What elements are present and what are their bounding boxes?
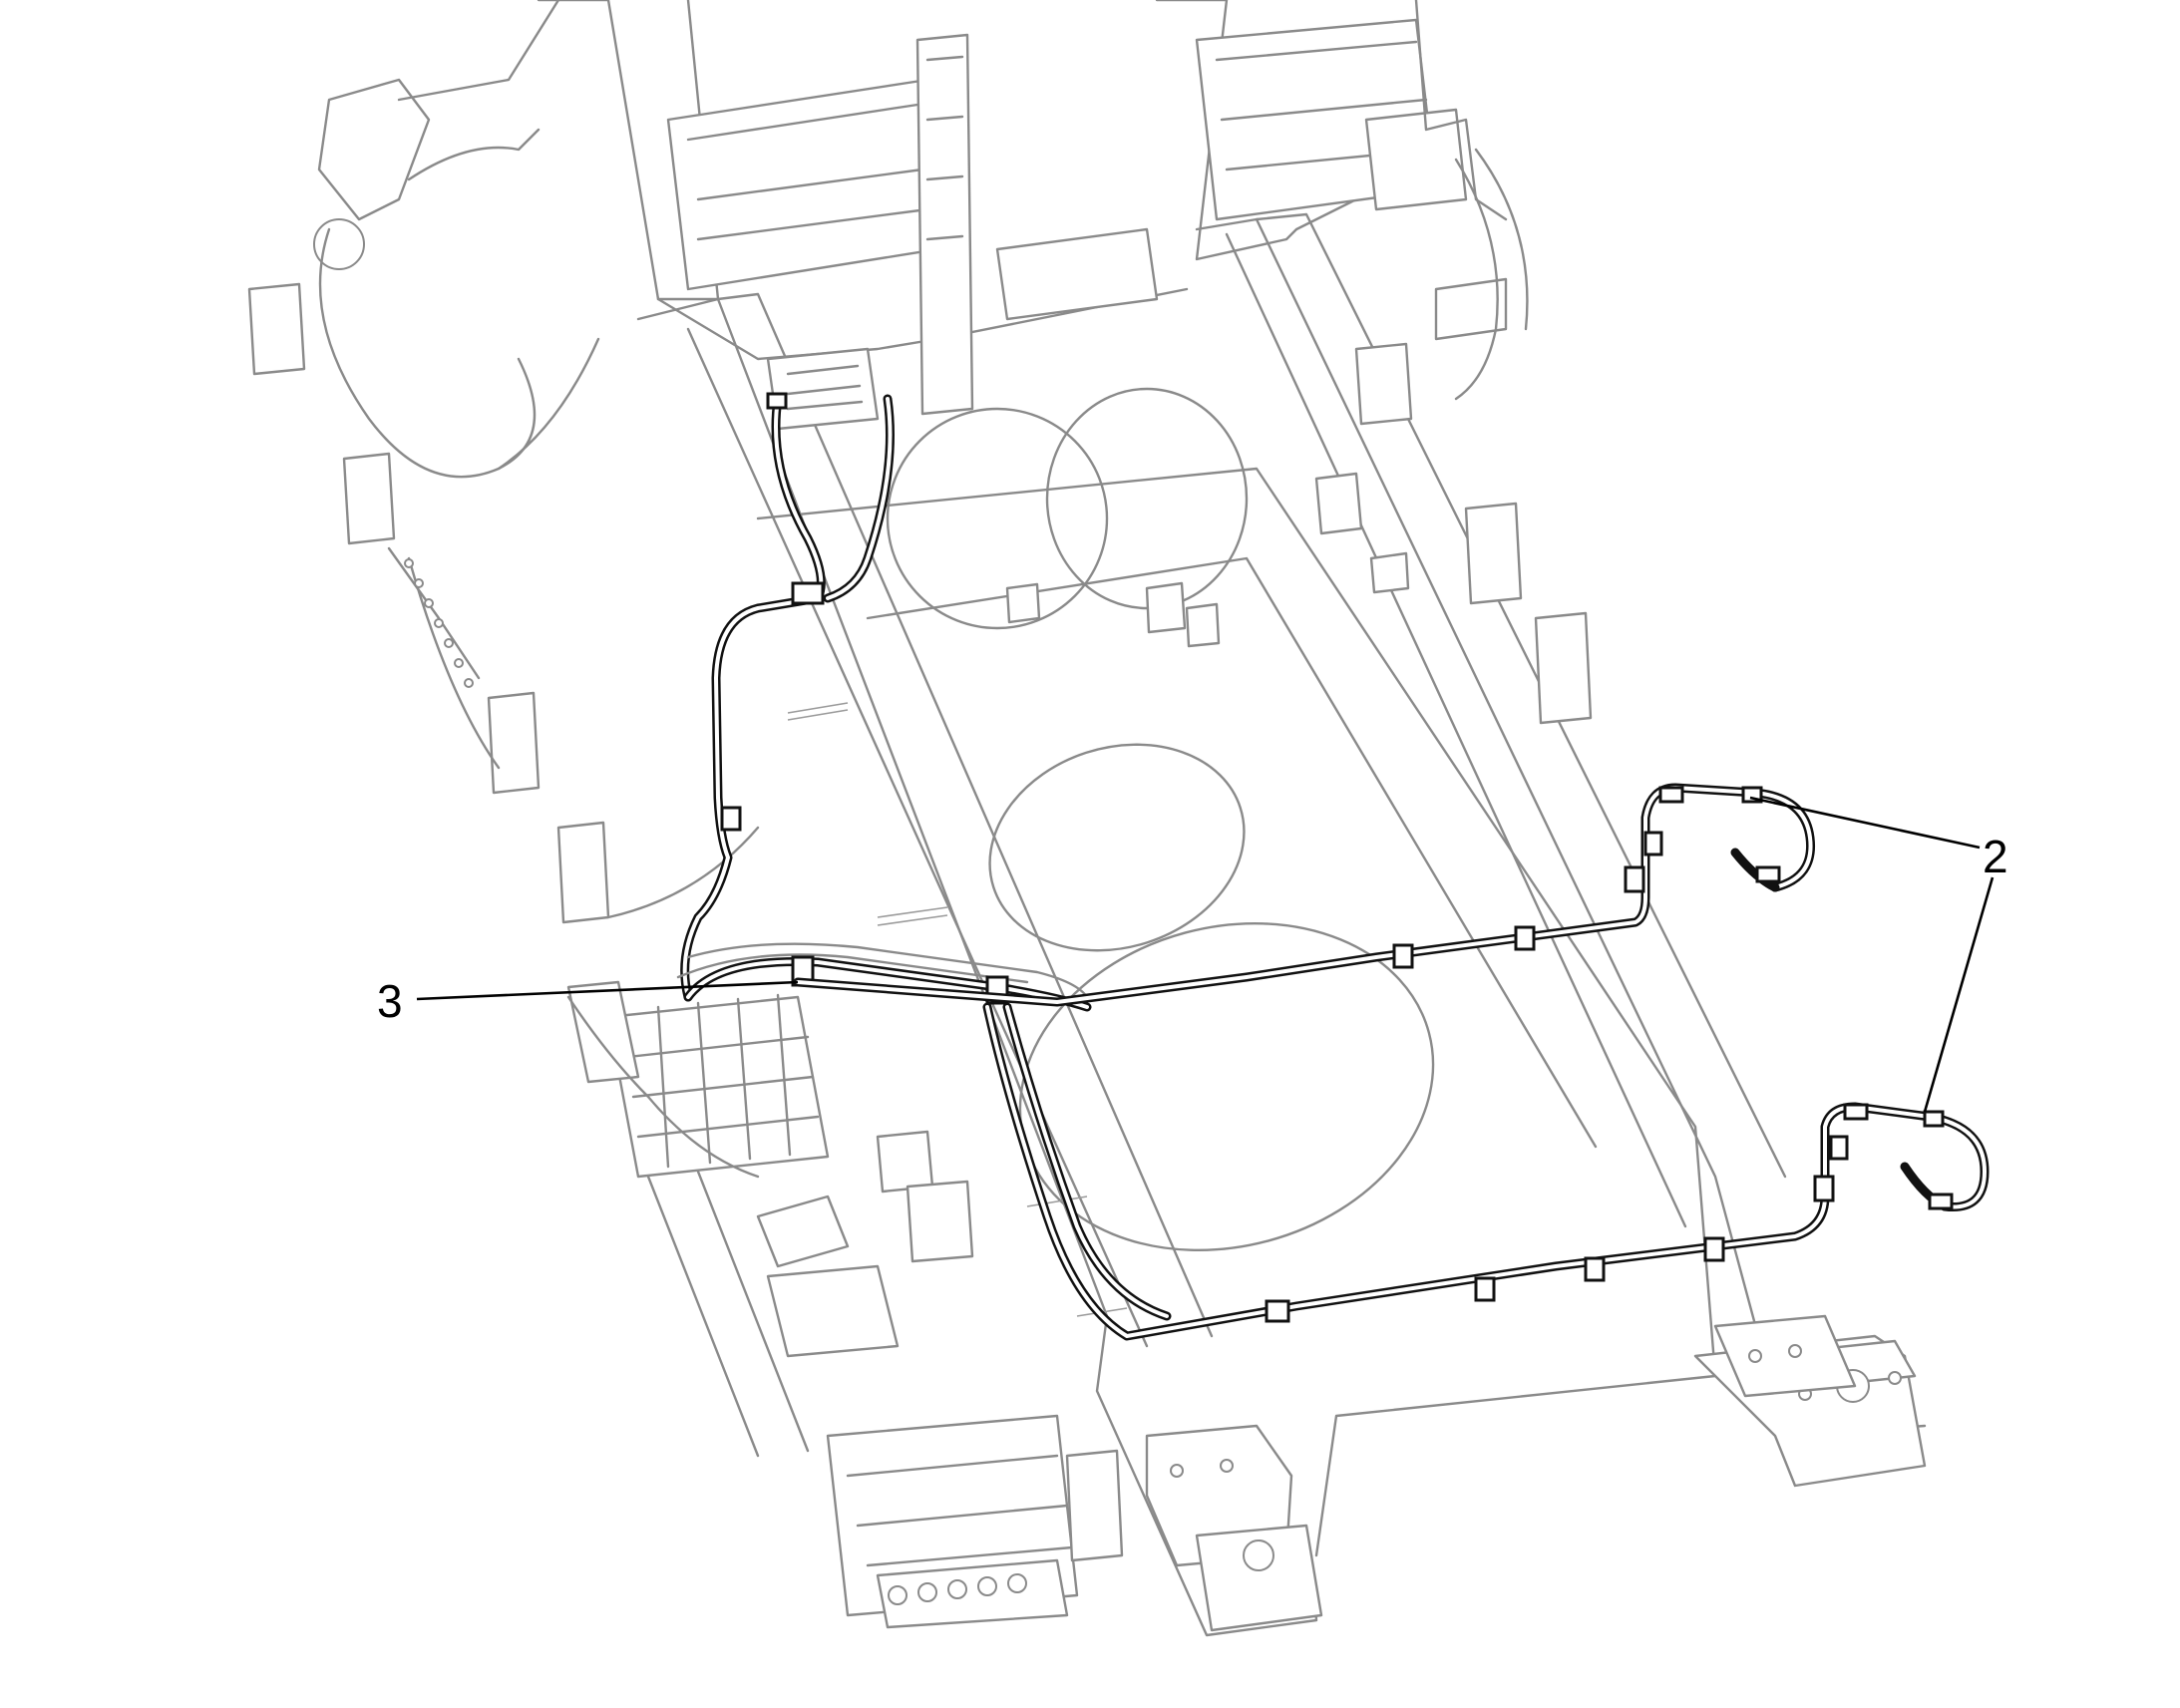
front-valve-bank [566,980,1124,1629]
left-side-structure [247,0,760,924]
chassis-frame [636,212,1927,1637]
callout-2-label: 2 [1983,831,2008,882]
callout-3-group: 3 [377,975,799,1027]
callout-3-leader [416,980,799,1001]
callout-2-leader-upper [1749,796,1981,850]
callout-2-group: 2 [1749,796,2008,1113]
upper-right-hose [793,783,1816,1007]
lower-right-hose [982,1002,1990,1341]
upper-hose-pair [680,392,895,1002]
upper-cab-frame [537,0,1593,725]
callout-3-label: 3 [377,975,403,1027]
callout-2-leader-lower [1923,876,1995,1113]
